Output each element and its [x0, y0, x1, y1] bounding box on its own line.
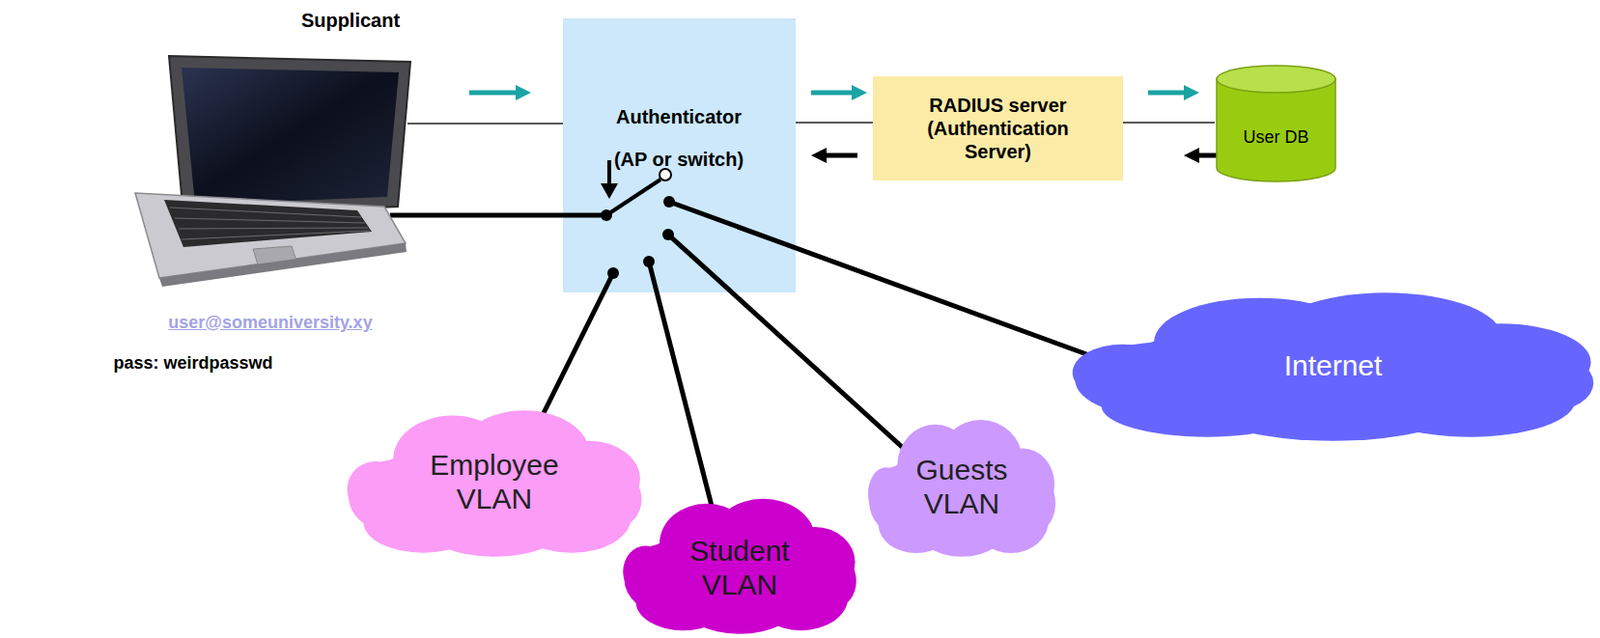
switch-lever [606, 168, 672, 216]
cloud-shape [867, 415, 1057, 559]
cloud-label: Student VLAN [672, 533, 808, 602]
connector [662, 228, 912, 456]
cloud-label: Employee VLAN [421, 448, 567, 516]
student-vlan-cloud: Student VLAN [621, 494, 858, 636]
radius-server-box: RADIUS server (Authentication Server) [872, 76, 1123, 181]
port-dot [663, 196, 675, 208]
authenticator-box: Authenticator (AP or switch) [562, 18, 796, 293]
connector-line [407, 122, 563, 125]
connector [1122, 122, 1215, 124]
laptop-illustration [135, 56, 411, 287]
radius-label: RADIUS server (Authentication Server) [901, 93, 1095, 164]
cloud-shape [345, 405, 644, 559]
connector [538, 267, 619, 423]
cloud-label: Guests VLAN [903, 452, 1020, 521]
cloud-label: Internet [1284, 348, 1383, 383]
connector-line [795, 121, 873, 124]
connector-line [1122, 121, 1215, 124]
connector [390, 209, 613, 222]
connector-line [648, 261, 713, 510]
port-dot [607, 267, 619, 280]
port-dot [643, 255, 655, 268]
authenticator-fill [562, 18, 796, 293]
supplicant-laptop: Supplicantuser@someuniversity.xypass: we… [125, 5, 425, 378]
internet-cloud: Internet [1069, 287, 1597, 443]
connector-line [669, 201, 1090, 356]
db-label: User DB [1242, 126, 1311, 148]
cylinder-shape [1214, 63, 1338, 184]
connector-line [390, 213, 607, 219]
authenticator-label: Authenticator (AP or switch) [601, 95, 757, 181]
user-password: pass: weirdpasswd [101, 353, 285, 374]
port-dot [662, 228, 674, 241]
guests-vlan-cloud: Guests VLAN [867, 415, 1057, 559]
employee-vlan-cloud: Employee VLAN [345, 405, 644, 559]
connector [643, 255, 713, 510]
connector-line [538, 273, 614, 423]
connector [663, 196, 1090, 356]
user-login: user@someuniversity.xy [154, 312, 387, 334]
connector [407, 123, 563, 125]
connector-line [668, 234, 912, 456]
user-db-cylinder: User DB [1214, 63, 1338, 184]
supplicant-label: Supplicant [287, 9, 414, 32]
connector [795, 122, 873, 124]
